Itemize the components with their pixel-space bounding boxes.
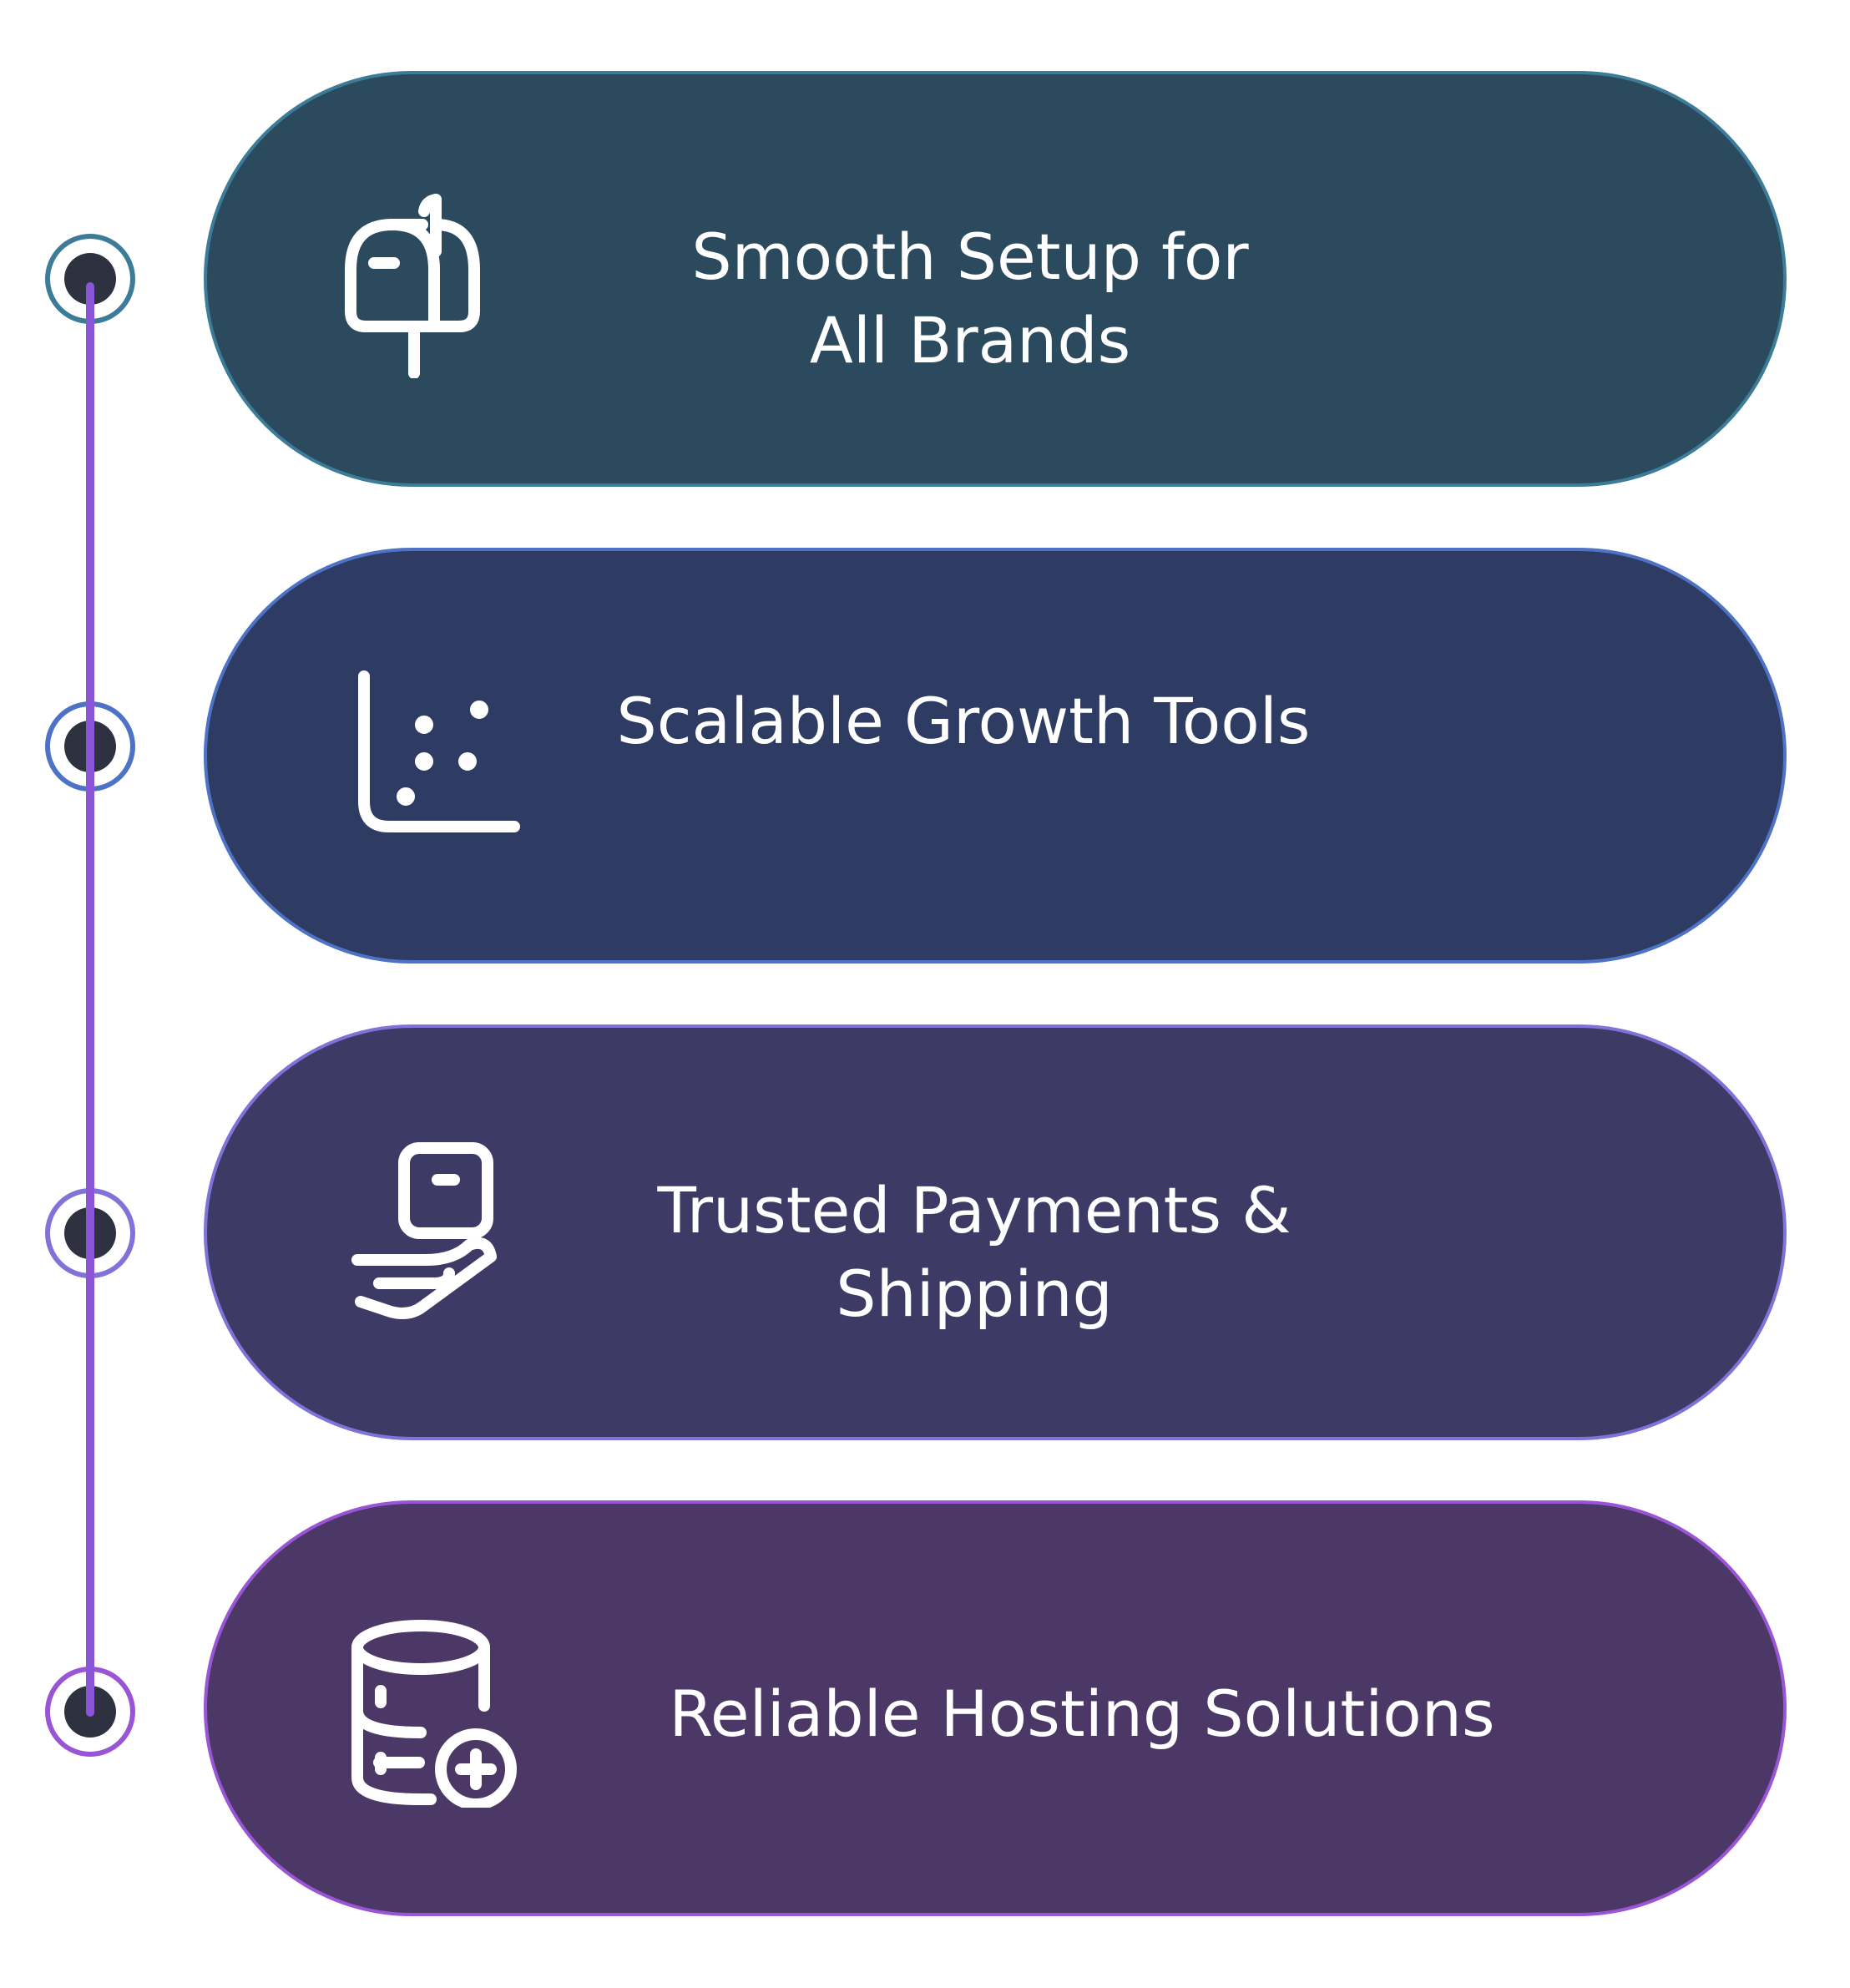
timeline-line-overlay xyxy=(86,282,94,1717)
step-card-3: Trusted Payments & Shipping xyxy=(204,1024,1787,1440)
scatter-chart-icon xyxy=(332,663,524,855)
database-add-icon xyxy=(332,1616,524,1808)
mailbox-icon xyxy=(332,186,524,378)
step-card-2: Scalable Growth Tools xyxy=(204,548,1787,964)
step-label-2: Scalable Growth Tools xyxy=(616,684,1311,758)
step-card-1: Smooth Setup for All Brands xyxy=(204,71,1787,487)
step-label-1: Smooth Setup for All Brands xyxy=(691,220,1249,377)
step-card-4: Reliable Hosting Solutions xyxy=(204,1500,1787,1916)
step-label-3: Trusted Payments & Shipping xyxy=(657,1173,1291,1331)
step-label-4: Reliable Hosting Solutions xyxy=(669,1677,1495,1751)
package-in-hand-icon xyxy=(332,1140,524,1332)
